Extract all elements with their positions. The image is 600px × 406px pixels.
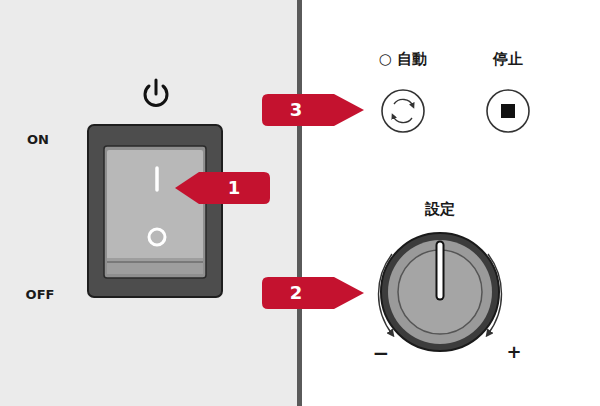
callout-arrow <box>175 172 270 204</box>
callout-number: 1 <box>228 179 241 197</box>
callout-number: 2 <box>290 284 303 302</box>
button-label: ○ 自動 <box>379 52 427 67</box>
divider <box>297 0 302 406</box>
stop-button <box>487 90 529 132</box>
knob-label: 設定 <box>425 202 455 217</box>
callout-arrow <box>262 94 364 126</box>
left-panel <box>0 0 297 406</box>
auto-button <box>382 90 424 132</box>
knob-sign: + <box>506 343 521 361</box>
rocker-switch <box>88 125 222 297</box>
button-label: 停止 <box>493 52 523 67</box>
setting-knob <box>378 233 501 351</box>
knob-sign: − <box>373 343 390 363</box>
callout-arrow <box>262 277 364 309</box>
switch-state: ON <box>27 133 49 146</box>
power-icon <box>145 80 167 105</box>
callout-number: 3 <box>290 101 303 119</box>
switch-state: OFF <box>26 288 55 301</box>
